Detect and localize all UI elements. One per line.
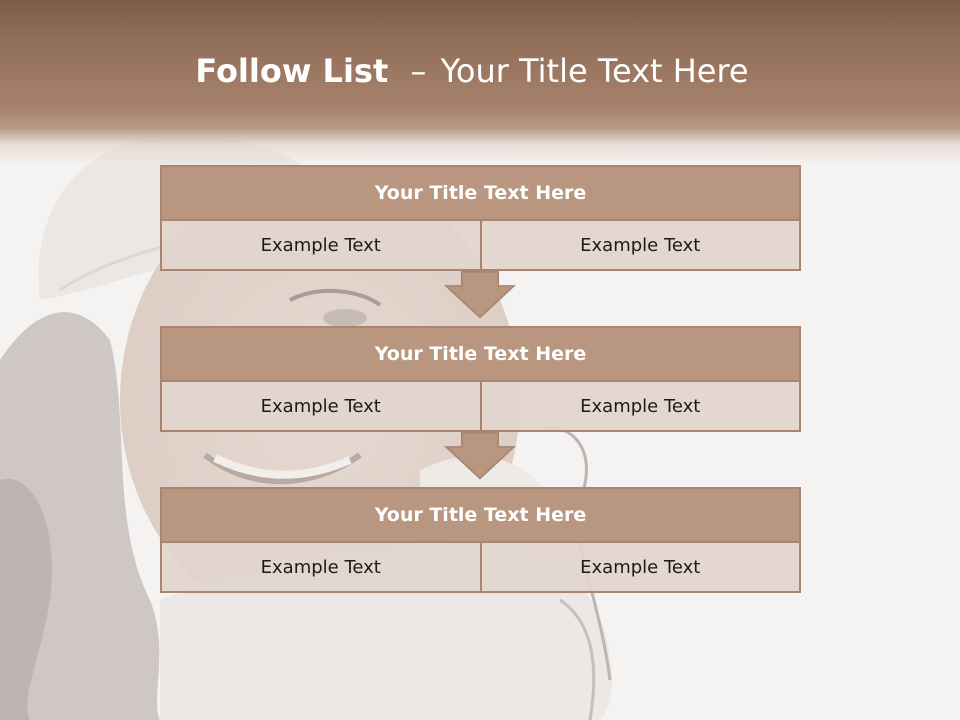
block-cell-right: Example Text bbox=[481, 543, 801, 593]
block-row: Example Text Example Text bbox=[160, 221, 801, 271]
block-title: Your Title Text Here bbox=[160, 326, 801, 382]
block-cell-left: Example Text bbox=[160, 543, 482, 593]
block-cell-left: Example Text bbox=[160, 221, 482, 271]
down-arrow-icon bbox=[443, 271, 517, 319]
block-row: Example Text Example Text bbox=[160, 543, 801, 593]
list-block-1: Your Title Text Here Example Text Exampl… bbox=[160, 165, 801, 271]
block-cell-right: Example Text bbox=[481, 221, 801, 271]
block-title: Your Title Text Here bbox=[160, 487, 801, 543]
block-title: Your Title Text Here bbox=[160, 165, 801, 221]
slide-title-rest: Your Title Text Here bbox=[440, 52, 749, 90]
list-block-3: Your Title Text Here Example Text Exampl… bbox=[160, 487, 801, 593]
slide-title-dash: – bbox=[410, 52, 427, 90]
down-arrow-icon bbox=[443, 432, 517, 480]
slide-title-bold: Follow List bbox=[195, 52, 389, 90]
block-cell-right: Example Text bbox=[481, 382, 801, 432]
slide-title: Follow List – Your Title Text Here bbox=[0, 52, 944, 90]
block-row: Example Text Example Text bbox=[160, 382, 801, 432]
list-block-2: Your Title Text Here Example Text Exampl… bbox=[160, 326, 801, 432]
block-cell-left: Example Text bbox=[160, 382, 482, 432]
header-band bbox=[0, 0, 960, 165]
